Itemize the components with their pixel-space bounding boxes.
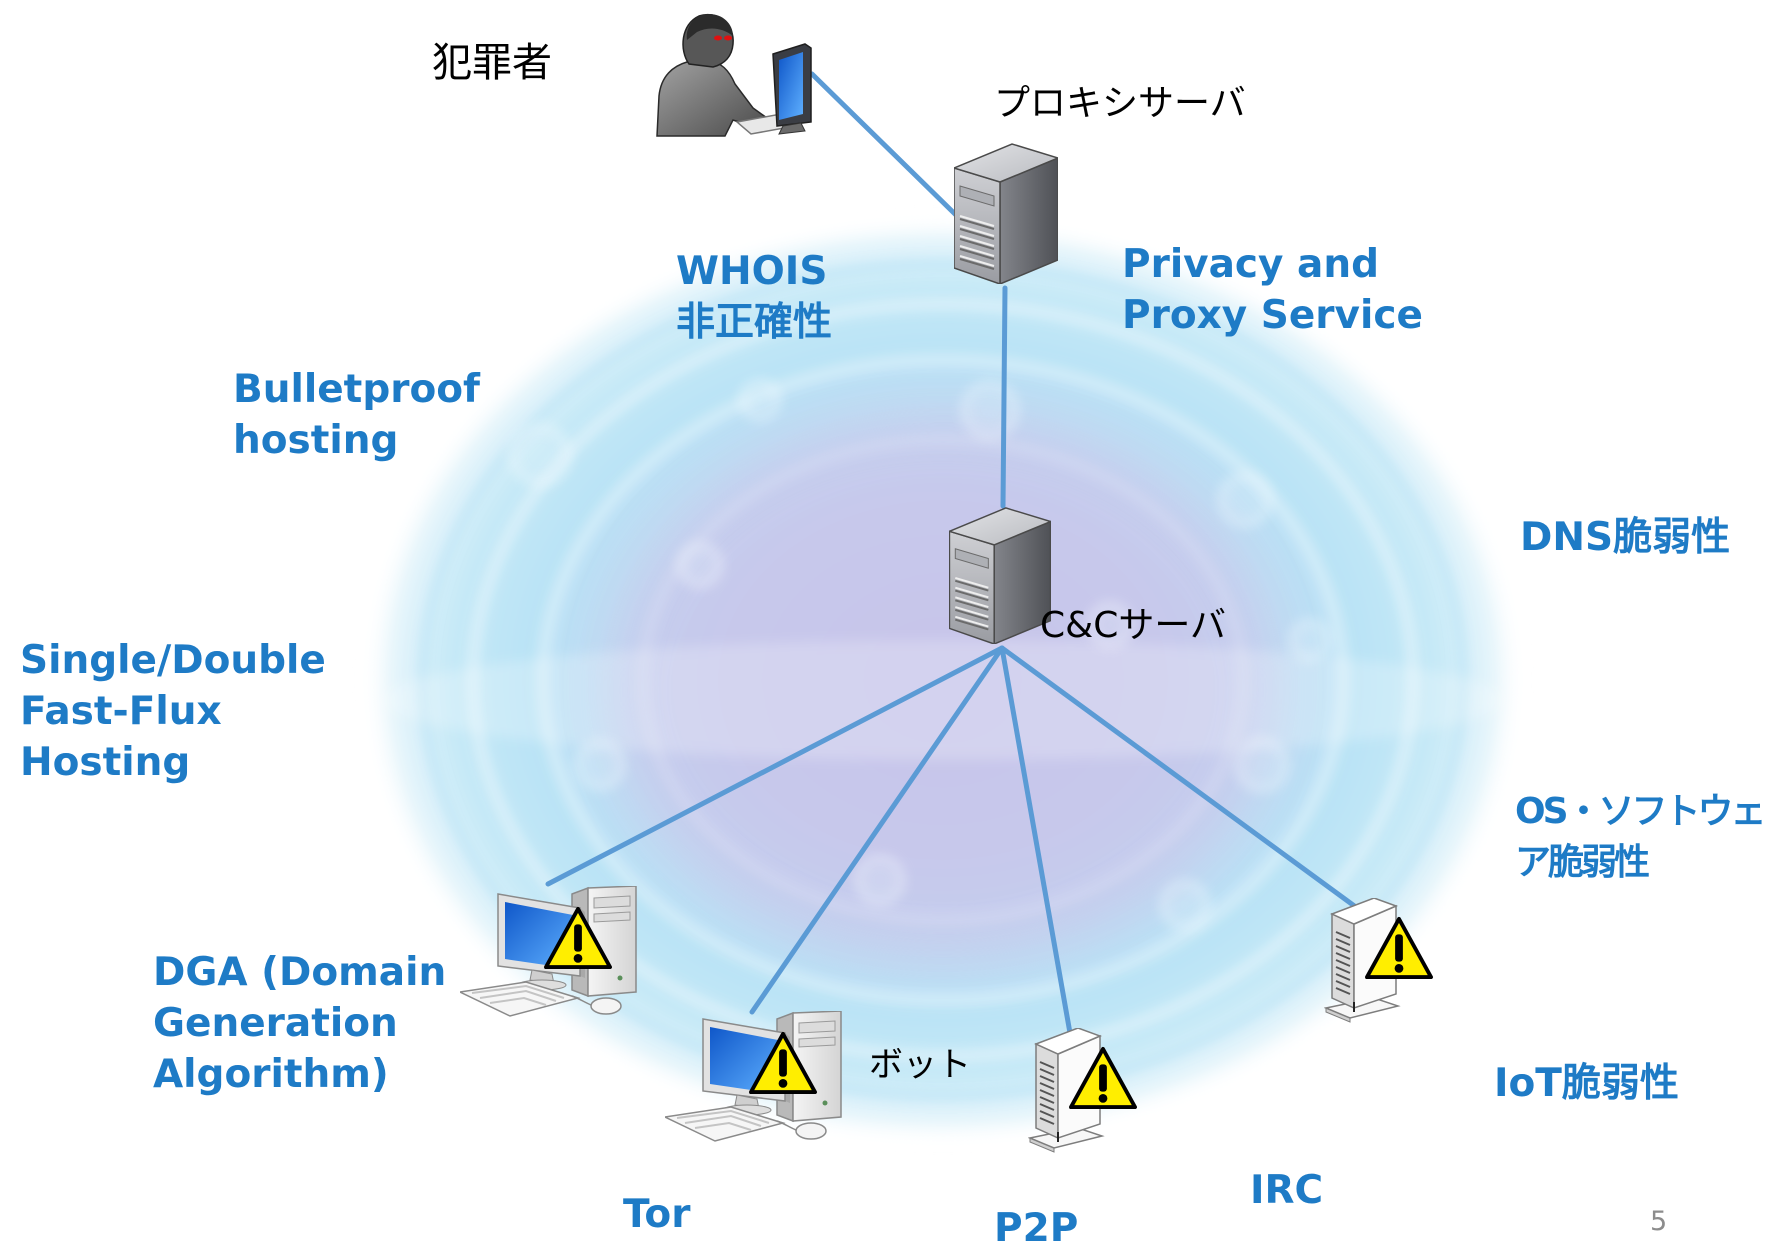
connection-line-criminal-proxy [809,71,960,219]
label-line: WHOIS [676,249,828,294]
label-line: OS・ソフトウェ [1515,791,1767,832]
label-line: 非正確性 [676,300,833,345]
label-line: IoT脆弱性 [1494,1061,1679,1106]
bot-label: ボット [869,1045,971,1085]
connection-line-cc-device2 [999,645,1367,916]
connection-line-cc-pc2 [749,645,1005,1015]
hacker-hair [686,14,733,40]
hacker-at-computer-icon [656,13,812,137]
whois-inaccuracy-label: WHOIS 非正確性 [676,246,832,348]
label-line: Bulletproof [233,367,481,412]
label-line: Single/Double [20,638,326,683]
hacker-eye-left [714,35,722,41]
page-number: 5 [1650,1206,1668,1237]
cc-server-icon [949,506,1051,644]
label-line: Tor [623,1192,691,1237]
proxy-server-label: プロキシサーバ [994,83,1246,124]
label-line: Generation [153,1001,398,1046]
connection-line-cc-device1 [999,645,1073,1036]
background-node-circles [510,380,1330,929]
label-line: DNS脆弱性 [1520,515,1731,560]
bulletproof-hosting-label: Bulletproof hosting [233,364,480,466]
label-line: Proxy Service [1122,293,1423,338]
privacy-proxy-service-label: Privacy and Proxy Service [1122,239,1423,341]
os-software-vulnerability-label: OS・ソフトウェ ア脆弱性 [1515,786,1767,888]
criminal-label: 犯罪者 [432,40,552,86]
label-line: Hosting [20,740,191,785]
label-line: Algorithm) [153,1052,389,1097]
connection-line-proxy-cc [1000,285,1008,509]
label-line: DGA (Domain [153,950,447,995]
label-line: Privacy and [1122,242,1380,287]
label-line: hosting [233,418,399,463]
label-line: P2P [994,1206,1079,1251]
proxy-server-icon [954,143,1058,284]
connection-line-cc-pc1 [545,645,1005,887]
irc-label: IRC [1250,1168,1323,1213]
tor-label: Tor [623,1192,690,1237]
iot-vulnerability-label: IoT脆弱性 [1494,1061,1679,1106]
label-line: ア脆弱性 [1515,842,1650,883]
hacker-eye-right [724,35,732,41]
label-line: Fast-Flux [20,689,222,734]
dga-label: DGA (Domain Generation Algorithm) [153,947,446,1100]
dns-vulnerability-label: DNS脆弱性 [1520,515,1730,560]
fast-flux-hosting-label: Single/Double Fast-Flux Hosting [20,635,326,788]
label-line: IRC [1250,1168,1324,1213]
p2p-label: P2P [994,1206,1078,1251]
cc-server-label: C&Cサーバ [1040,605,1226,646]
hacker-monitor [772,43,812,135]
connection-lines [545,71,1367,1036]
